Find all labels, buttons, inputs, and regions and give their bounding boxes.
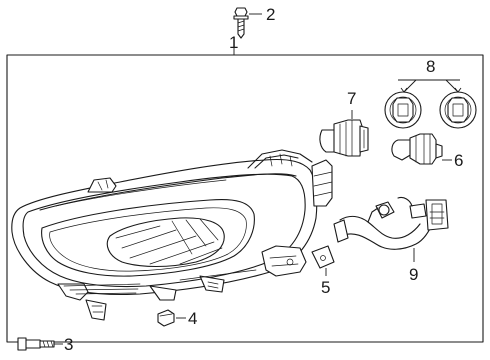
callout-1: 1 [229,33,238,52]
leader-8-arrows [400,87,462,93]
callout-3: 3 [64,335,73,354]
part-5-bracket [311,245,335,269]
part-8-cover-left [384,91,422,129]
part-9-harness [333,196,449,250]
callout-2: 2 [266,5,275,24]
leader-8 [398,79,460,93]
part-7-bulb [319,119,369,157]
assembly-frame [6,54,484,343]
callout-4: 4 [188,309,197,328]
callout-7: 7 [347,89,356,108]
part-8-cover-right [439,91,477,129]
part-2-bolt [233,7,249,39]
part-4-clip [157,309,175,327]
callout-8: 8 [426,57,435,76]
part-6-bulb [391,133,443,165]
headlamp-assembly [11,149,333,321]
part-3-bolt [17,337,55,351]
callout-6: 6 [454,151,463,170]
callout-9: 9 [409,265,418,284]
callout-5: 5 [321,278,330,297]
